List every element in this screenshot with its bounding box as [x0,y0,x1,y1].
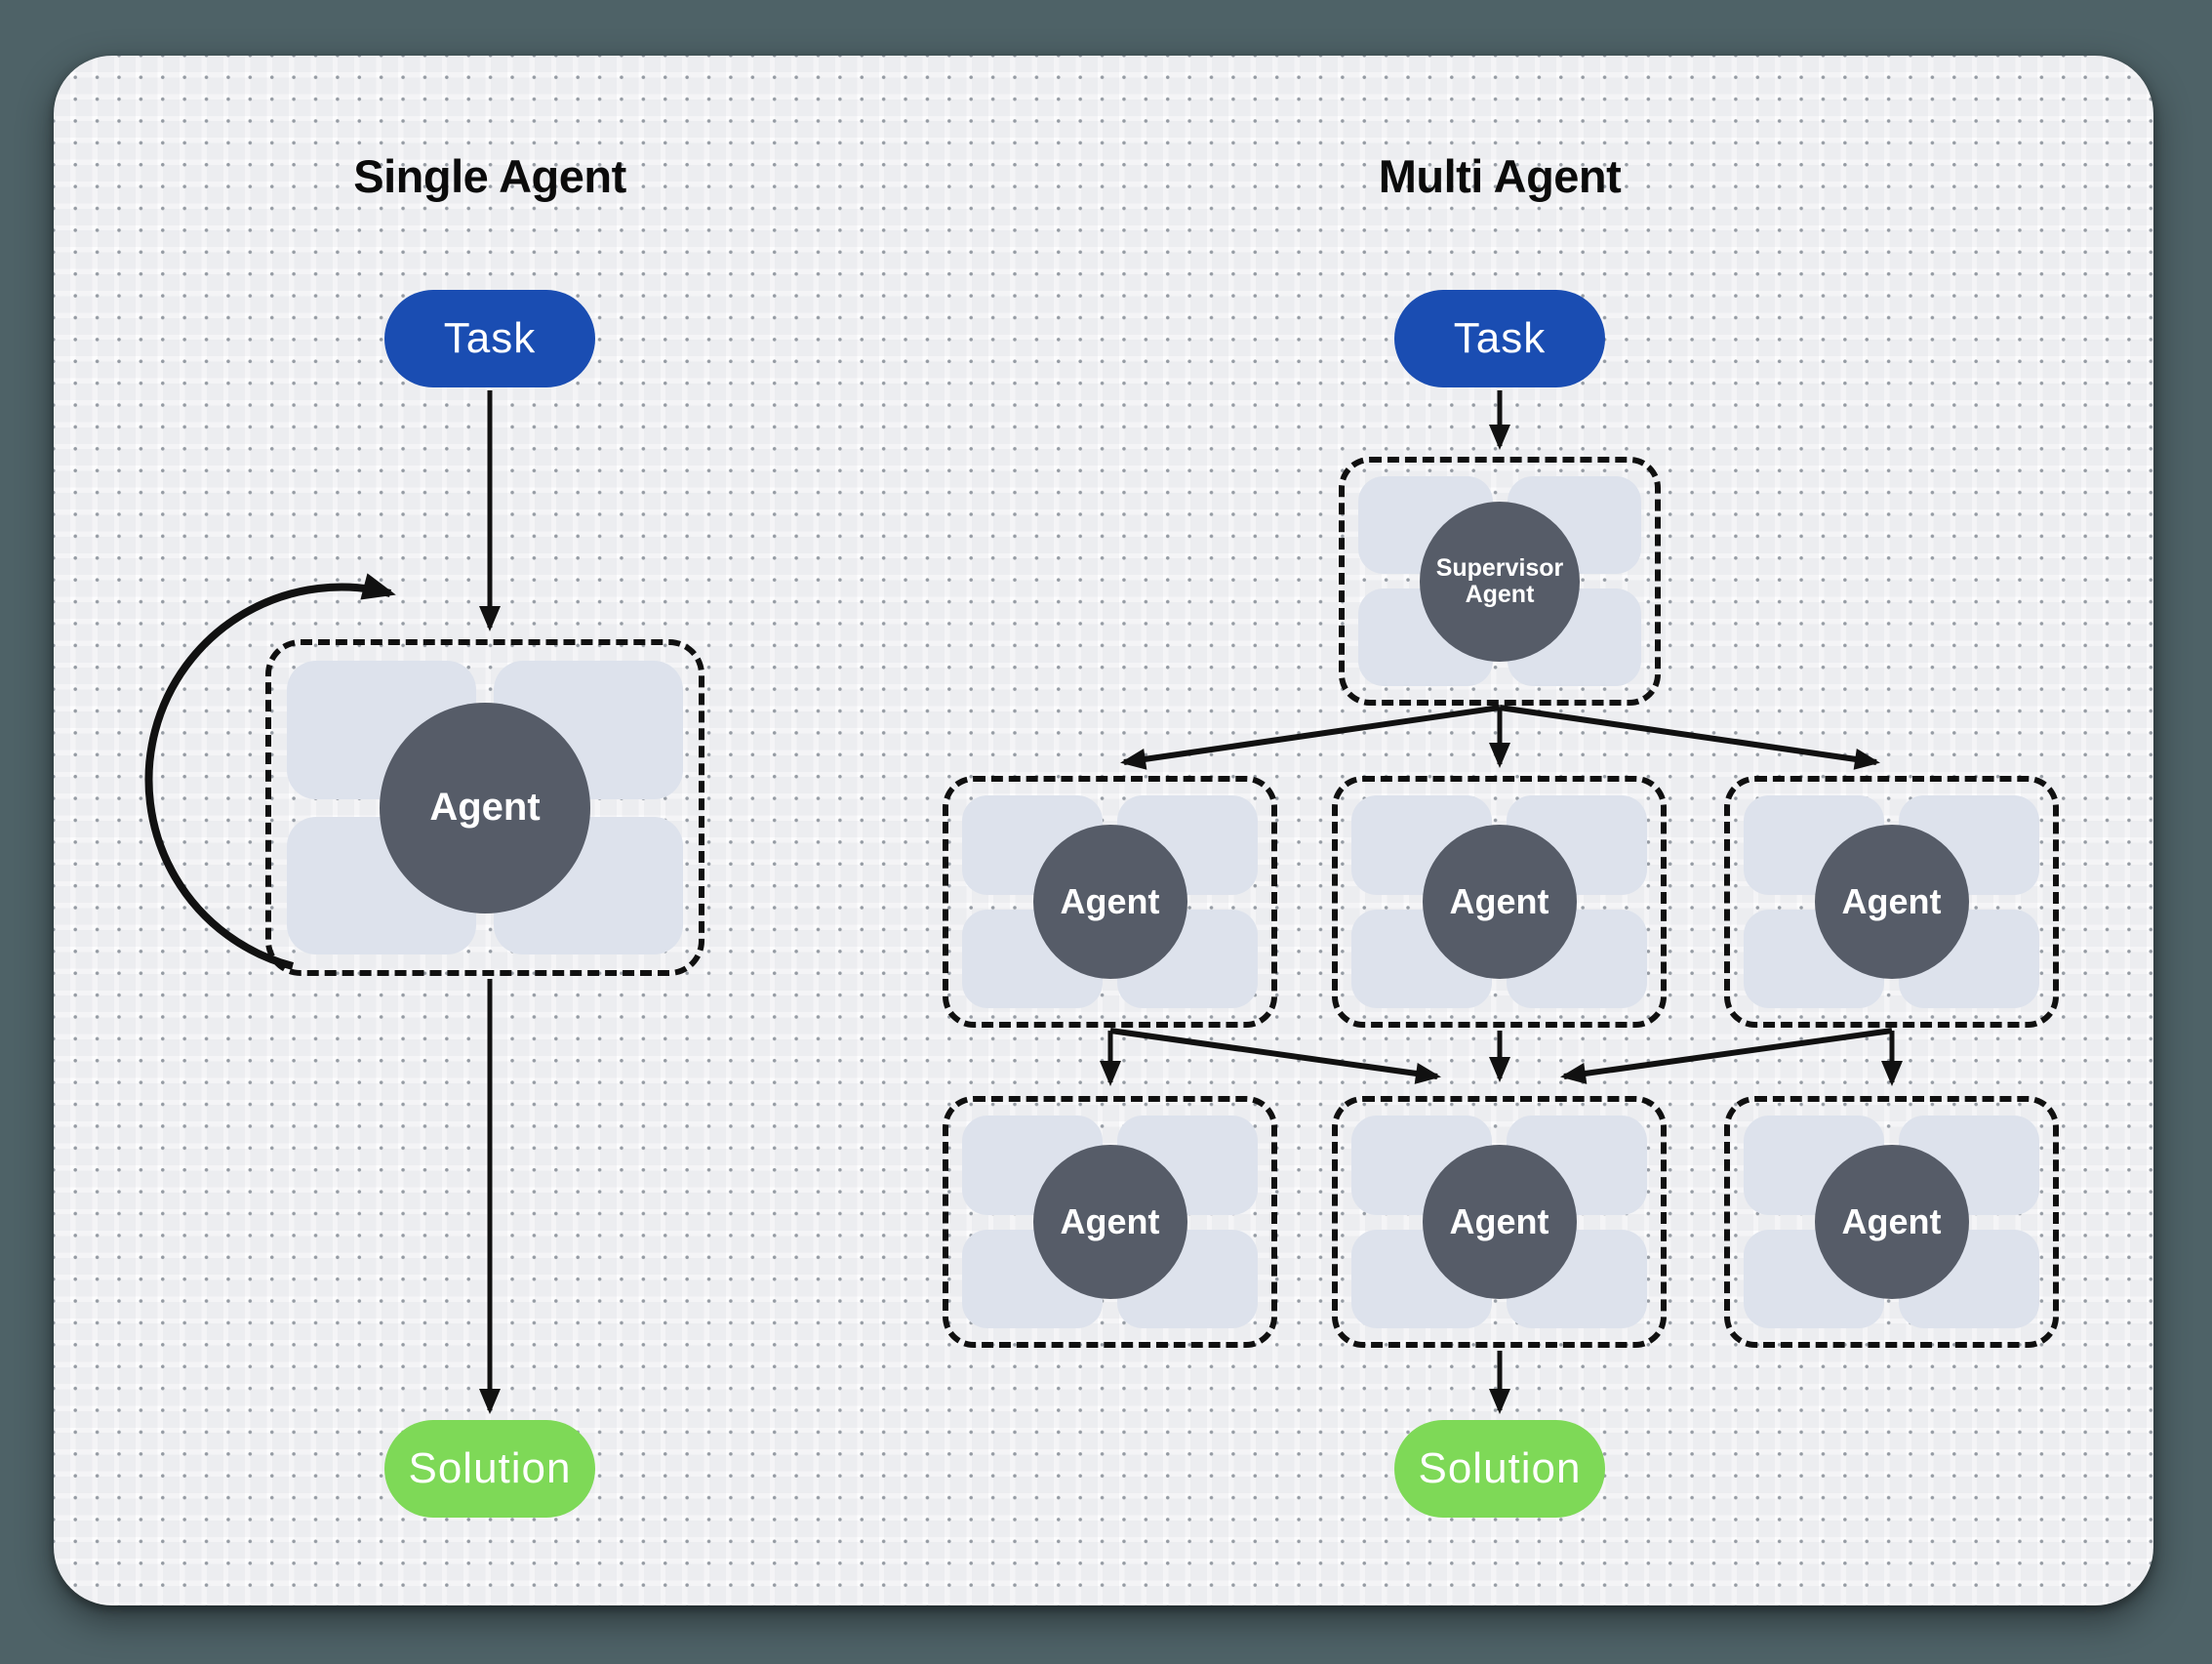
agent-label: Agent [1060,880,1160,921]
agent-circle: Agent [1422,825,1577,979]
agent-circle: Agent [1032,1145,1187,1299]
worker-agent-box-row1-left: Agent [943,776,1277,1028]
agent-circle: Agent [1032,825,1187,979]
arrow-agent3-to-center [1560,1028,1893,1084]
connector-arrows [144,390,1903,1414]
agent-label: Agent [1060,1200,1160,1241]
agent-label: Agent [1449,1200,1549,1241]
worker-agent-box-row2-right: Agent [1724,1096,2059,1348]
multi-solution-pill: Solution [1394,1420,1605,1518]
multi-task-pill: Task [1394,290,1605,387]
dot-grid-canvas: Single Agent Task Agent Solution Multi A… [54,56,2153,1605]
agent-label: Agent [1841,880,1942,921]
arrow-supervisor-to-agent-left [1120,705,1501,770]
agent-circle: Agent [1422,1145,1577,1299]
worker-agent-box-row2-left: Agent [943,1096,1277,1348]
single-agent-box: Agent [265,639,704,976]
single-solution-pill: Solution [384,1420,595,1518]
supervisor-circle: Supervisor Agent [1420,501,1580,662]
agent-label: Agent [429,785,541,829]
arrow-supervisor-to-agent-right [1499,705,1880,770]
agent-circle: Agent [380,702,590,913]
multi-agent-title: Multi Agent [1378,150,1622,202]
arrow-agent1-to-center [1109,1028,1441,1084]
agent-label: Agent [1449,880,1549,921]
agent-circle: Agent [1814,1145,1969,1299]
worker-agent-box-row1-center: Agent [1332,776,1667,1028]
worker-agent-box-row2-center: Agent [1332,1096,1667,1348]
agent-circle: Agent [1814,825,1969,979]
worker-agent-box-row1-right: Agent [1724,776,2059,1028]
supervisor-label: Supervisor Agent [1435,553,1564,608]
agent-label: Agent [1841,1200,1942,1241]
loop-arrow [144,573,396,970]
single-task-pill: Task [384,290,595,387]
single-agent-title: Single Agent [353,150,626,202]
supervisor-agent-box: Supervisor Agent [1339,457,1661,706]
